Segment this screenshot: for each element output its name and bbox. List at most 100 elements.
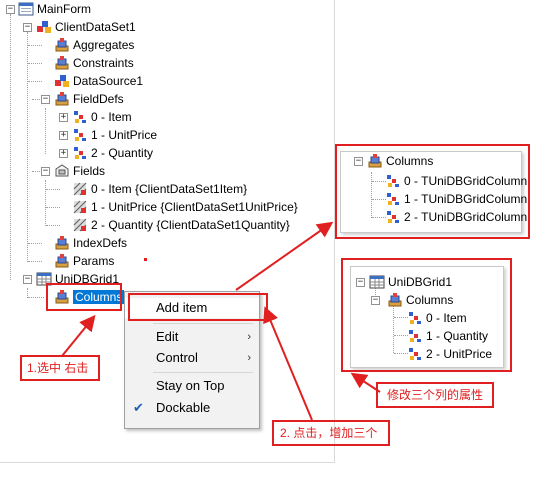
node-label: Params xyxy=(73,254,115,268)
node-label: 1 - Quantity xyxy=(426,329,489,343)
tree-line xyxy=(46,225,60,226)
node-label: Aggregates xyxy=(73,38,135,52)
menu-item-label: Edit xyxy=(156,329,179,344)
tree-node-unidbgrid[interactable]: UniDBGrid1 xyxy=(369,274,452,290)
menu-item-edit[interactable]: Edit › xyxy=(125,327,259,347)
tree-node-aggregates[interactable]: Aggregates xyxy=(54,37,134,53)
tree-node-field-item[interactable]: 0 - Item {ClientDataSet1Item} xyxy=(72,181,247,197)
arrow-step2 xyxy=(263,306,313,421)
node-label: Columns xyxy=(386,154,434,168)
tree-line xyxy=(28,261,42,262)
tree-line xyxy=(371,172,372,218)
tree-node-columns[interactable]: Columns xyxy=(387,292,453,308)
menu-item-label: Dockable xyxy=(156,400,211,415)
collapse-toggle[interactable]: − xyxy=(23,274,32,284)
tree-line xyxy=(372,181,386,182)
node-label: 2 - TUniDBGridColumn xyxy=(404,210,528,224)
tree-node-column[interactable]: 2 - UnitPrice xyxy=(407,346,492,362)
node-label: 0 - Item {ClientDataSet1Item} xyxy=(91,182,248,196)
tree-node-mainform[interactable]: MainForm xyxy=(18,1,91,17)
tree-line xyxy=(28,63,42,64)
node-label: 2 - UnitPrice xyxy=(426,347,493,361)
tree-line xyxy=(28,297,44,298)
tree-node-constraints[interactable]: Constraints xyxy=(54,55,134,71)
collapse-toggle[interactable]: − xyxy=(371,295,380,305)
tree-node-params[interactable]: Params xyxy=(54,253,114,269)
menu-item-label: Add item xyxy=(156,300,208,315)
tree-node-fields[interactable]: Fields xyxy=(54,163,105,179)
arrow-step1 xyxy=(61,314,96,357)
highlight-box-columns xyxy=(46,283,122,311)
collapse-toggle[interactable]: − xyxy=(356,277,365,287)
annotation-step2: 2. 点击，增加三个 xyxy=(280,426,378,440)
menu-item-control[interactable]: Control › xyxy=(125,348,259,368)
tree-node-fielddef-unitprice[interactable]: 1 - UnitPrice xyxy=(72,127,157,143)
tree-line xyxy=(32,171,42,172)
panel-columns-added: − Columns 0 - TUniDBGridColumn 1 - TUniD… xyxy=(340,151,527,233)
collapse-toggle[interactable]: − xyxy=(41,166,50,176)
annotation-box-step1 xyxy=(20,355,100,381)
tree-node-column[interactable]: 1 - Quantity xyxy=(407,328,488,344)
tree-node-column[interactable]: 0 - TUniDBGridColumn xyxy=(385,173,527,189)
collapse-toggle[interactable]: − xyxy=(23,22,32,32)
tree-line xyxy=(372,199,386,200)
tree-node-columns[interactable]: Columns xyxy=(367,153,433,169)
expand-toggle[interactable]: + xyxy=(59,112,68,122)
tree-node-field-quantity[interactable]: 2 - Quantity {ClientDataSet1Quantity} xyxy=(72,217,290,233)
tree-line xyxy=(28,243,42,244)
check-icon: ✔ xyxy=(133,400,144,415)
red-dot-mark xyxy=(144,258,147,261)
highlight-box-grid-panel xyxy=(341,258,512,372)
node-label: 1 - UnitPrice xyxy=(91,128,158,142)
tree-node-indexdefs[interactable]: IndexDefs xyxy=(54,235,127,251)
collapse-toggle[interactable]: − xyxy=(6,4,15,14)
annotation-box-step2 xyxy=(272,420,390,446)
node-label: 1 - TUniDBGridColumn xyxy=(404,192,528,206)
submenu-arrow-icon: › xyxy=(247,331,251,343)
tree-node-fielddef-item[interactable]: 0 - Item xyxy=(72,109,132,125)
arrow-to-columns-panel xyxy=(235,221,334,291)
panel-grid-columns: − UniDBGrid1 − Columns 0 - Item 1 - Quan… xyxy=(350,266,504,368)
expand-toggle[interactable]: + xyxy=(59,130,68,140)
tree-node-columns[interactable]: Columns xyxy=(54,289,125,305)
tree-node-column[interactable]: 1 - TUniDBGridColumn xyxy=(385,191,527,207)
node-label: 0 - Item xyxy=(91,110,132,124)
highlight-box-columns-panel xyxy=(335,144,530,239)
tree-node-column[interactable]: 0 - Item xyxy=(407,310,467,326)
tree-line xyxy=(394,335,408,336)
node-label: FieldDefs xyxy=(73,92,124,106)
collapse-toggle[interactable]: − xyxy=(41,94,50,104)
menu-item-stay-on-top[interactable]: Stay on Top xyxy=(125,376,259,396)
collapse-toggle[interactable]: − xyxy=(354,156,363,166)
expand-toggle[interactable]: + xyxy=(59,148,68,158)
node-label: 0 - Item xyxy=(426,311,467,325)
node-label: MainForm xyxy=(37,2,92,16)
node-label: Columns xyxy=(406,293,454,307)
tree-node-clientdataset[interactable]: ClientDataSet1 xyxy=(36,19,136,35)
tree-line xyxy=(10,14,11,280)
tree-line xyxy=(372,217,386,218)
node-label-selected: Columns xyxy=(73,290,125,304)
menu-separator xyxy=(153,323,253,324)
tree-line xyxy=(28,81,42,82)
tree-node-unidbgrid[interactable]: UniDBGrid1 xyxy=(36,271,119,287)
tree-line xyxy=(46,207,60,208)
menu-separator xyxy=(153,372,253,373)
tree-line xyxy=(32,99,42,100)
menu-item-add-item[interactable]: Add item xyxy=(125,298,259,318)
tree-node-field-unitprice[interactable]: 1 - UnitPrice {ClientDataSet1UnitPrice} xyxy=(72,199,298,215)
node-label: UniDBGrid1 xyxy=(55,272,120,286)
tree-line xyxy=(393,301,394,353)
tree-node-datasource[interactable]: DataSource1 xyxy=(54,73,143,89)
tree-line xyxy=(45,108,46,154)
tree-node-fielddefs[interactable]: FieldDefs xyxy=(54,91,124,107)
node-label: 1 - UnitPrice {ClientDataSet1UnitPrice} xyxy=(91,200,298,214)
menu-item-label: Stay on Top xyxy=(156,378,225,393)
annotation-box-step3 xyxy=(376,382,494,408)
menu-item-dockable[interactable]: ✔ Dockable xyxy=(125,398,259,418)
tree-line xyxy=(394,317,408,318)
node-label: Fields xyxy=(73,164,106,178)
tree-node-fielddef-quantity[interactable]: 2 - Quantity xyxy=(72,145,153,161)
tree-node-column[interactable]: 2 - TUniDBGridColumn xyxy=(385,209,527,225)
